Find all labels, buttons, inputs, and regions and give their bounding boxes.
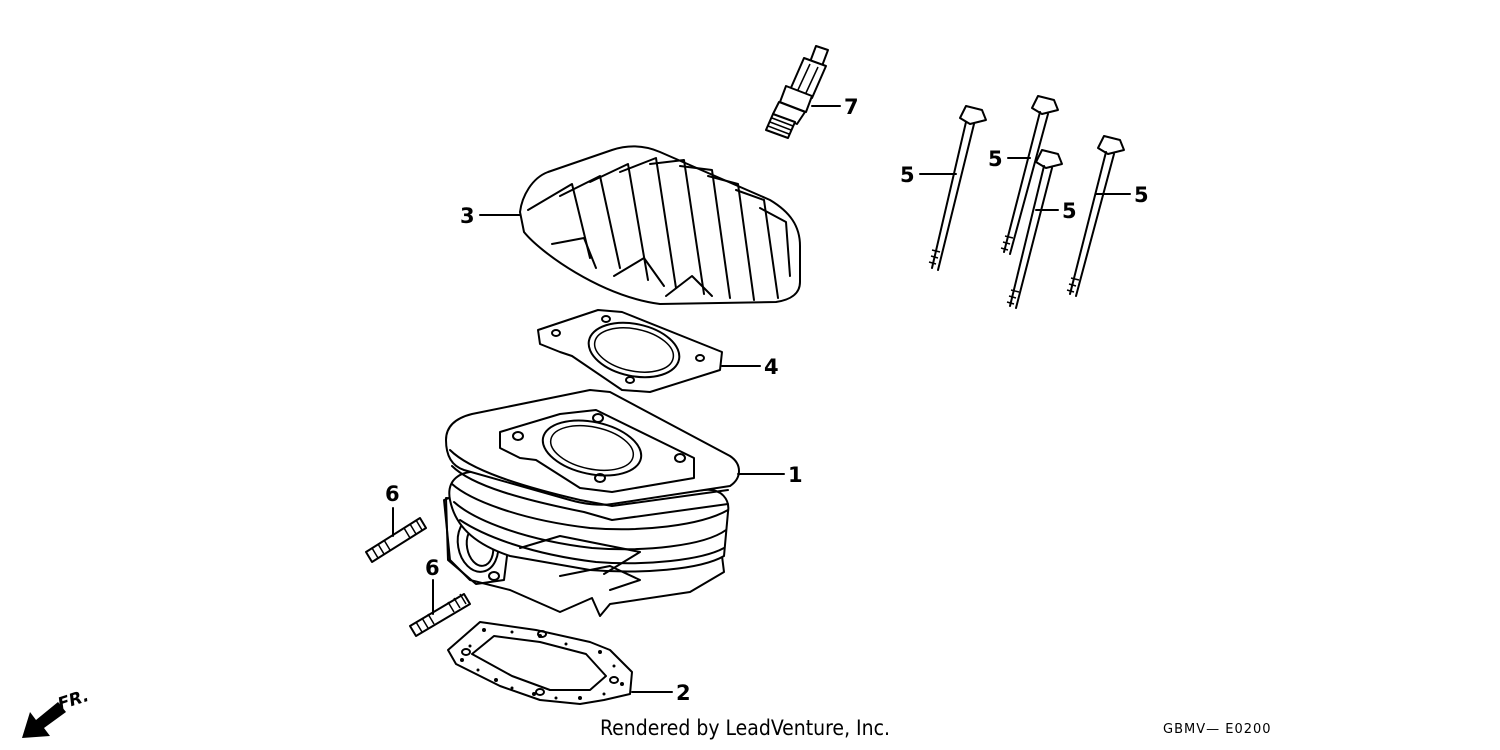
callout-6-b: 6 bbox=[425, 556, 440, 580]
part-1-cylinder[interactable] bbox=[443, 389, 785, 617]
callout-7: 7 bbox=[844, 95, 859, 119]
callout-6-a: 6 bbox=[385, 482, 400, 506]
callout-5-c: 5 bbox=[1062, 199, 1077, 223]
callout-4: 4 bbox=[764, 355, 779, 379]
part-7-spark-plug[interactable] bbox=[765, 45, 841, 139]
callout-2: 2 bbox=[676, 681, 691, 705]
part-4-head-gasket[interactable] bbox=[537, 309, 761, 393]
callout-1: 1 bbox=[788, 463, 803, 487]
callout-5-b: 5 bbox=[988, 147, 1003, 171]
rendered-by-credit: Rendered by LeadVenture, Inc. bbox=[600, 716, 890, 740]
bolt-leader-lines bbox=[919, 157, 1131, 211]
part-6-stud-a[interactable] bbox=[365, 507, 427, 563]
part-5-bolt-b[interactable] bbox=[1000, 95, 1059, 255]
part-2-base-gasket[interactable] bbox=[447, 621, 673, 705]
part-5-bolt-a[interactable] bbox=[928, 105, 987, 271]
front-arrow-icon bbox=[22, 702, 66, 738]
callout-5-a: 5 bbox=[900, 163, 915, 187]
part-6-stud-b[interactable] bbox=[409, 579, 471, 637]
part-5-bolt-d[interactable] bbox=[1066, 135, 1125, 297]
diagram-code: GBMV— E0200 bbox=[1163, 722, 1272, 737]
callout-3: 3 bbox=[460, 204, 475, 228]
part-5-bolt-c[interactable] bbox=[1006, 149, 1063, 309]
callout-5-d: 5 bbox=[1134, 183, 1149, 207]
front-direction-label: FR. bbox=[55, 686, 91, 715]
part-3-cylinder-head[interactable] bbox=[479, 145, 801, 305]
